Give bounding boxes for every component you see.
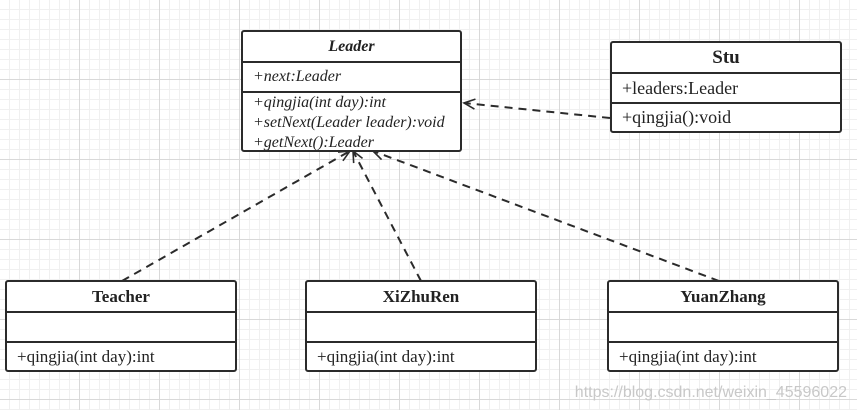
method-qingjia: +qingjia(int day):int [17, 347, 155, 366]
teacher-to-leader-realization-edge[interactable] [121, 150, 352, 282]
class-name-teacher: Teacher [7, 282, 235, 313]
attribute-section-leader: +next:Leader [243, 63, 460, 93]
method-qingjia: +qingjia(int day):int [619, 347, 757, 366]
attribute-section-yuanzhang [609, 313, 837, 343]
class-box-teacher[interactable]: Teacher +qingjia(int day):int [5, 280, 237, 372]
method-section-stu: +qingjia():void [612, 104, 840, 131]
xizhuren-to-leader-realization-edge[interactable] [352, 149, 422, 282]
attribute-leaders: +leaders:Leader [622, 78, 739, 98]
method-qingjia: +qingjia(int day):int [253, 94, 386, 111]
class-box-leader[interactable]: Leader +next:Leader +qingjia(int day):in… [241, 30, 462, 152]
attribute-section-stu: +leaders:Leader [612, 74, 840, 104]
method-qingjia: +qingjia():void [622, 107, 732, 127]
class-name-yuanzhang: YuanZhang [609, 282, 837, 313]
attribute-section-teacher [7, 313, 235, 343]
attribute-next: +next:Leader [253, 68, 342, 85]
class-box-xizhuren[interactable]: XiZhuRen +qingjia(int day):int [305, 280, 537, 372]
yuanzhang-to-leader-realization-edge[interactable] [371, 149, 720, 282]
attribute-section-xizhuren [307, 313, 535, 343]
method-section-leader: +qingjia(int day):int +setNext(Leader le… [243, 93, 460, 151]
method-setnext: +setNext(Leader leader):void [253, 114, 445, 131]
method-qingjia: +qingjia(int day):int [317, 347, 455, 366]
method-section-yuanzhang: +qingjia(int day):int [609, 343, 837, 370]
class-name-xizhuren: XiZhuRen [307, 282, 535, 313]
watermark-text: https://blog.csdn.net/weixin_45596022 [574, 384, 847, 401]
class-name-leader: Leader [243, 32, 460, 63]
method-section-teacher: +qingjia(int day):int [7, 343, 235, 370]
class-box-yuanzhang[interactable]: YuanZhang +qingjia(int day):int [607, 280, 839, 372]
method-section-xizhuren: +qingjia(int day):int [307, 343, 535, 370]
method-getnext: +getNext():Leader [253, 134, 374, 151]
stu-to-leader-dependency-edge[interactable] [462, 98, 611, 119]
class-name-stu: Stu [612, 43, 840, 74]
class-box-stu[interactable]: Stu +leaders:Leader +qingjia():void [610, 41, 842, 133]
